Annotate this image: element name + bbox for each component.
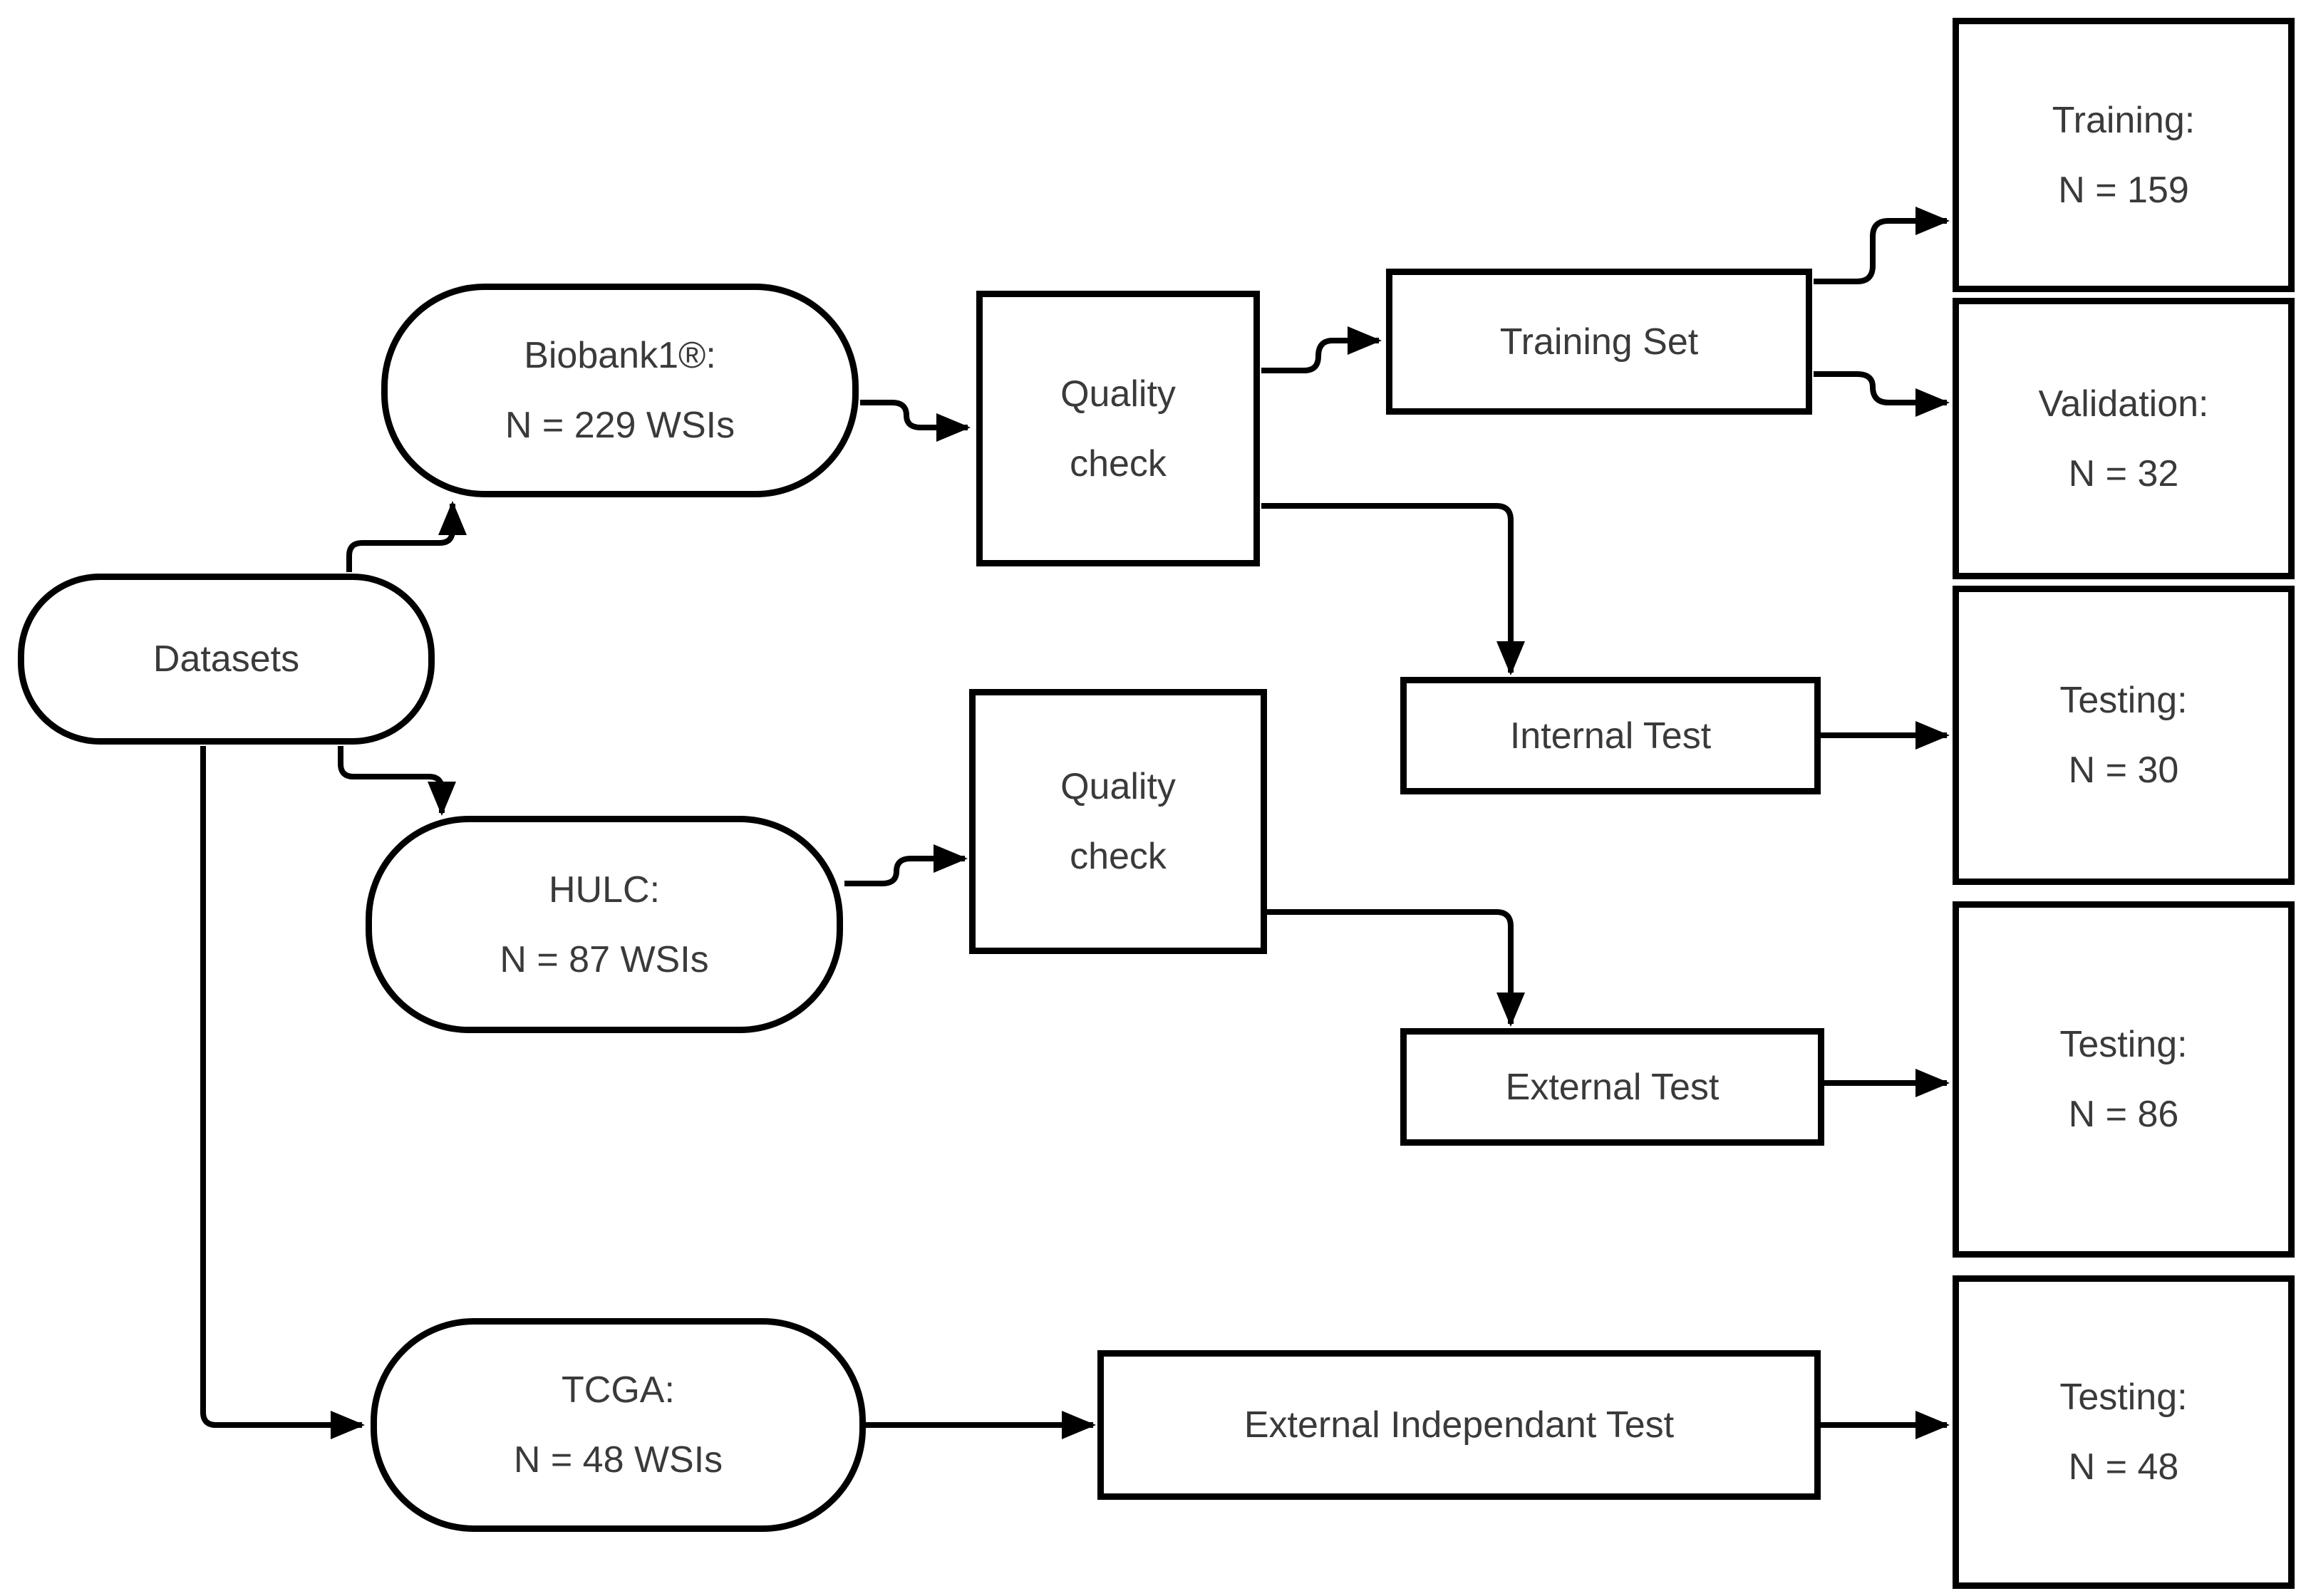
node-label: External Test (1505, 1066, 1720, 1108)
arrow-training-set-to-training (1814, 207, 1950, 284)
arrow-quality-check-bottom-to-external-test (1267, 909, 1525, 1027)
node-label-line1: Training: (2052, 99, 2196, 141)
node-label: Internal Test (1509, 715, 1712, 757)
node-quality-check-bottom: Quality check (969, 689, 1267, 954)
node-label-line1: Quality (1060, 373, 1176, 415)
node-label-line1: Quality (1060, 766, 1176, 807)
node-label-line1: Testing: (2059, 1377, 2188, 1418)
arrow-hulc-to-quality-check-bottom (844, 844, 968, 886)
node-label: Training Set (1499, 321, 1699, 363)
node-label-line2: N = 48 (2068, 1446, 2179, 1488)
node-label-line2: N = 48 WSIs (513, 1439, 723, 1481)
node-label-line1: Biobank1®: (524, 335, 716, 376)
node-validation: Validation: N = 32 (1953, 298, 2295, 579)
arrow-biobank1-to-quality-check-top (860, 400, 971, 442)
node-testing-internal: Testing: N = 30 (1953, 586, 2295, 885)
arrow-quality-check-top-to-training-set (1261, 326, 1382, 373)
node-label-line2: N = 32 (2068, 452, 2179, 494)
node-label-line2: N = 86 (2068, 1094, 2179, 1135)
node-label-line1: Testing: (2059, 1024, 2188, 1065)
arrow-datasets-to-biobank1 (346, 501, 467, 572)
node-label-line2: check (1070, 836, 1167, 877)
node-label-line1: HULC: (548, 869, 661, 911)
node-label: Datasets (152, 638, 300, 680)
node-label-line2: N = 30 (2068, 750, 2179, 791)
node-label-line1: Validation: (2038, 383, 2209, 425)
node-testing-external: Testing: N = 86 (1953, 901, 2295, 1258)
node-label-line1: Testing: (2059, 680, 2188, 721)
node-label-line2: N = 159 (2058, 169, 2189, 211)
node-quality-check-top: Quality check (976, 291, 1260, 566)
node-external-test: External Test (1400, 1028, 1824, 1146)
arrow-training-set-to-validation (1814, 371, 1950, 417)
node-label-line2: N = 229 WSIs (505, 405, 735, 446)
node-label-line2: check (1070, 442, 1167, 484)
node-testing-independant: Testing: N = 48 (1953, 1275, 2295, 1589)
node-biobank1: Biobank1®: N = 229 WSIs (381, 284, 859, 497)
node-training: Training: N = 159 (1953, 18, 2295, 292)
node-hulc: HULC: N = 87 WSIs (366, 816, 843, 1033)
node-label-line2: N = 87 WSIs (500, 938, 709, 980)
arrow-datasets-to-tcga (200, 746, 365, 1439)
node-tcga: TCGA: N = 48 WSIs (371, 1318, 866, 1532)
node-external-independant-test: External Independant Test (1097, 1350, 1821, 1500)
arrow-datasets-to-hulc (338, 746, 456, 816)
arrow-quality-check-top-to-internal-test (1261, 503, 1525, 675)
node-label-line1: TCGA: (562, 1369, 675, 1411)
node-training-set: Training Set (1386, 269, 1812, 415)
node-label: External Independant Test (1244, 1404, 1675, 1446)
node-datasets: Datasets (18, 574, 435, 745)
node-internal-test: Internal Test (1400, 677, 1821, 794)
